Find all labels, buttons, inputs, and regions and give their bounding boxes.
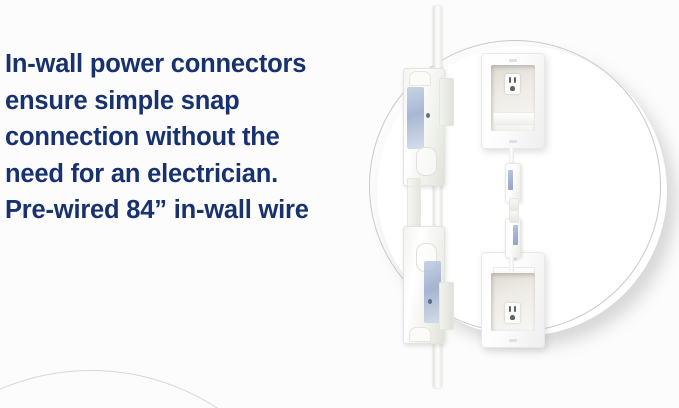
in-wall-wire bbox=[433, 6, 442, 388]
bracket-mounting-ear bbox=[439, 78, 454, 126]
bracket-screw-dot bbox=[428, 299, 432, 304]
product-photo bbox=[355, 0, 679, 408]
connector-band bbox=[513, 225, 518, 245]
page-title: In-wall power connectors ensure simple s… bbox=[5, 50, 309, 224]
top-bracket bbox=[395, 60, 454, 224]
connector-band bbox=[508, 170, 513, 190]
plate-screw bbox=[509, 59, 517, 62]
plate-screw bbox=[509, 339, 517, 342]
plate-shelf bbox=[493, 112, 535, 125]
bracket-clip bbox=[409, 71, 431, 86]
outlet-prong-left bbox=[509, 77, 511, 83]
bracket-mounting-ear bbox=[439, 282, 454, 330]
plate-screw bbox=[509, 140, 517, 143]
connector-lead bbox=[509, 147, 514, 165]
power-outlet-icon bbox=[505, 74, 520, 94]
decorative-arc bbox=[0, 370, 322, 408]
upper-connector bbox=[505, 163, 521, 211]
bracket-body bbox=[403, 226, 445, 344]
bracket-window bbox=[407, 87, 424, 149]
outlet-ground bbox=[510, 86, 515, 91]
connector-lead bbox=[509, 256, 514, 272]
connector-tip bbox=[509, 210, 519, 223]
bracket-window bbox=[424, 261, 441, 323]
top-wall-plate bbox=[481, 53, 545, 149]
power-outlet-icon bbox=[505, 303, 520, 323]
outlet-prong-right bbox=[514, 77, 516, 83]
bracket-clip bbox=[409, 327, 431, 342]
lower-connector bbox=[505, 210, 521, 258]
bracket-screw-dot bbox=[426, 113, 430, 118]
bracket-slot bbox=[416, 147, 437, 176]
bracket-body bbox=[403, 68, 445, 186]
bottom-bracket bbox=[395, 186, 454, 350]
plate-recess bbox=[491, 273, 535, 331]
outlet-prong-left bbox=[509, 306, 511, 312]
outlet-prong-right bbox=[514, 306, 516, 312]
outlet-ground bbox=[510, 315, 515, 320]
